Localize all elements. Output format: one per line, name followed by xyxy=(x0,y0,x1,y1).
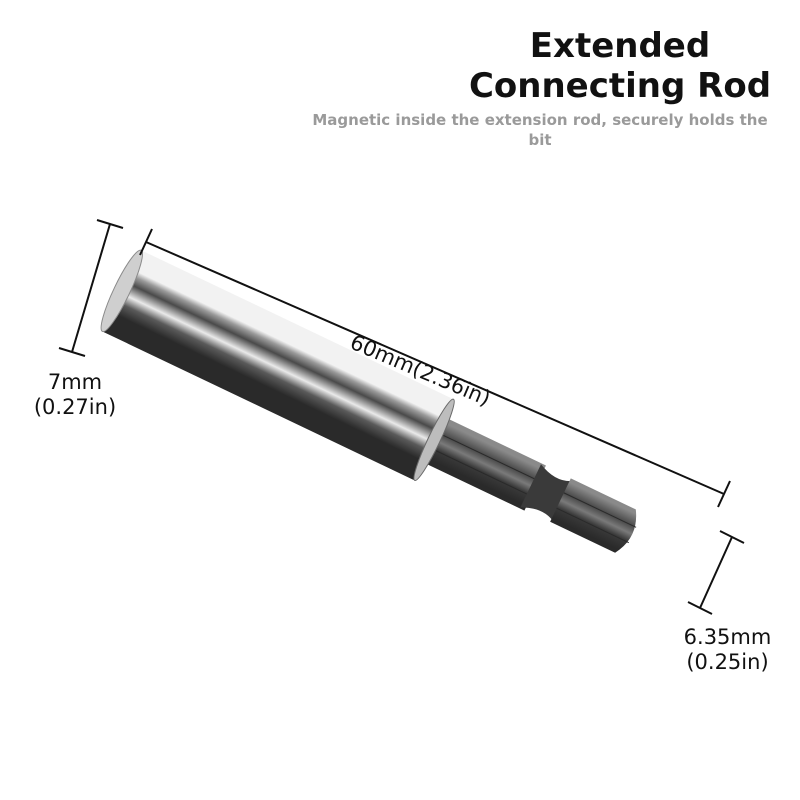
barrel-diameter-mm: 7mm xyxy=(47,370,103,394)
dimension-lines xyxy=(58,219,745,615)
extension-rod xyxy=(100,249,637,553)
barrel-diameter-line xyxy=(71,223,111,353)
barrel-diameter-label: 7mm (0.27in) xyxy=(20,370,130,420)
title-line-1: Extended xyxy=(529,26,711,66)
hex-size-in: (0.25in) xyxy=(686,650,769,674)
barrel-diameter-in: (0.27in) xyxy=(33,395,117,419)
title-line-2: Connecting Rod xyxy=(468,66,772,106)
magnetic-barrel xyxy=(101,250,454,480)
hex-size-line xyxy=(699,536,733,609)
product-subtitle: Magnetic inside the extension rod, secur… xyxy=(312,111,768,149)
product-title: Extended Connecting Rod xyxy=(440,26,800,106)
hex-size-label: 6.35mm (0.25in) xyxy=(670,625,785,675)
length-dimension-line xyxy=(145,241,725,495)
hex-size-mm: 6.35mm xyxy=(683,625,772,649)
